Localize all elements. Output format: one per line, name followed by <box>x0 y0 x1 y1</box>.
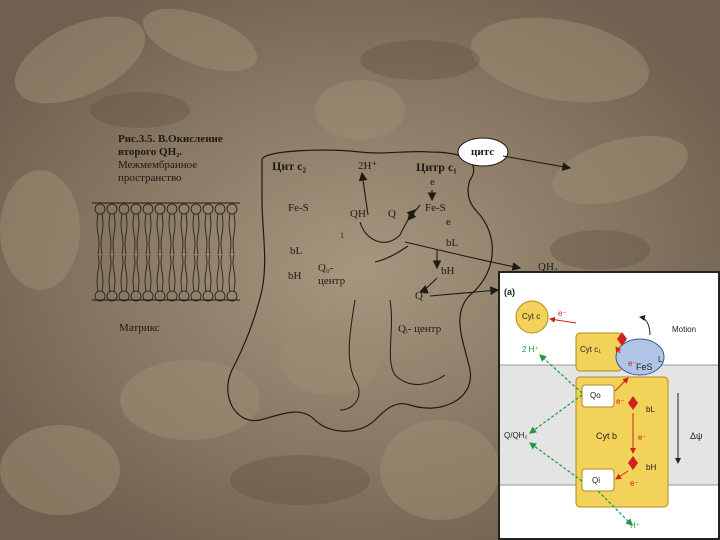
label-qh2: QH₂ <box>538 261 558 273</box>
label-q-minus: Q⁻ <box>415 290 429 302</box>
complex-inner-left <box>339 299 360 411</box>
complex-inner-right <box>389 299 446 385</box>
phospholipids-bottom <box>94 254 238 302</box>
inset-e-minus-1: e⁻ <box>558 309 567 318</box>
inset-e-minus-5: e⁻ <box>630 479 639 488</box>
inset-e-minus-3: e⁻ <box>616 397 625 406</box>
inset-electron-arrows <box>549 316 636 480</box>
inset-2h-plus: 2 H⁺ <box>522 345 539 354</box>
inset-qo: Qo <box>590 391 601 400</box>
inset-motion-arrow <box>639 315 651 336</box>
caption-subtitle-1: Межмембранное <box>118 159 198 171</box>
inset-cyt-c-shape <box>515 300 549 334</box>
inset-cyt-b: Cyt b <box>596 431 618 441</box>
label-bh-left: bH <box>288 270 302 282</box>
inset-heme-c1 <box>617 332 627 346</box>
inset-panel-label: (a) <box>504 287 515 297</box>
inset-l: L <box>658 355 663 364</box>
inset-e-minus-2: e⁻ <box>628 359 637 368</box>
inset-panel: (a) Cyt c e⁻ Motion 2 H⁺ Cyt c₁ FeS e⁻ L… <box>498 271 720 540</box>
inset-heme-bl <box>628 396 638 410</box>
label-e-2: e <box>446 216 451 228</box>
label-subscript-1: 1 <box>340 231 344 240</box>
inset-proton-arrows <box>529 354 633 526</box>
label-bh-right: bH <box>441 265 455 277</box>
complex-outline <box>227 149 493 432</box>
inset-bl: bL <box>646 405 655 414</box>
inset-cyt-c: Cyt c <box>522 312 541 321</box>
label-q-dot: Q <box>388 208 396 220</box>
inset-e-minus-4: e⁻ <box>638 433 647 442</box>
inset-qo-box <box>581 384 615 408</box>
label-fes-left: Fe-S <box>288 202 309 214</box>
label-bl-right: bL <box>446 237 459 249</box>
label-2h-plus: 2H⁺ <box>358 160 378 172</box>
caption-subtitle-2: пространство <box>118 172 182 184</box>
inset-drawing <box>500 300 718 526</box>
label-qh: QH <box>350 208 366 220</box>
inset-bh: bH <box>646 463 657 472</box>
phospholipids-top <box>94 203 238 255</box>
inset-qi: Qi <box>592 476 600 485</box>
cytc-bubble-shape <box>457 137 509 167</box>
arrows <box>358 155 572 297</box>
label-cyt-c1: Цитр с₁ <box>416 160 457 174</box>
inset-cyt-c1: Cyt c₁ <box>580 345 601 354</box>
label-qi-center: Qᵢ- центр <box>398 323 442 335</box>
label-qo-center: Q₀- центр <box>318 262 346 287</box>
label-cytc-bubble: цитс <box>471 146 495 158</box>
label-e-1: e <box>430 176 435 188</box>
label-matrix: Матрикс <box>119 322 160 334</box>
inset-h-plus: H⁺ <box>630 521 640 530</box>
caption-title-2: второго QH₂. <box>118 146 183 158</box>
inset-fes-oval <box>615 338 665 376</box>
label-fes-right: Fe-S <box>425 202 446 214</box>
caption-title-1: Рис.3.5. В.Окисление <box>118 133 223 145</box>
inset-delta-psi: Δψ <box>690 431 703 441</box>
inset-q-qh2: Q/QH₂ <box>504 431 528 440</box>
label-cyt-c2: Цит с₂ <box>272 159 307 173</box>
label-bl-left: bL <box>290 245 303 257</box>
inset-motion: Motion <box>672 325 697 334</box>
background-leaves <box>0 8 689 520</box>
background-shadows <box>90 40 650 505</box>
inset-heme-bh <box>628 456 638 470</box>
inset-fes: FeS <box>636 362 653 372</box>
figure-caption: Рис.3.5. В.Окисление второго QH₂. Межмем… <box>118 133 248 185</box>
